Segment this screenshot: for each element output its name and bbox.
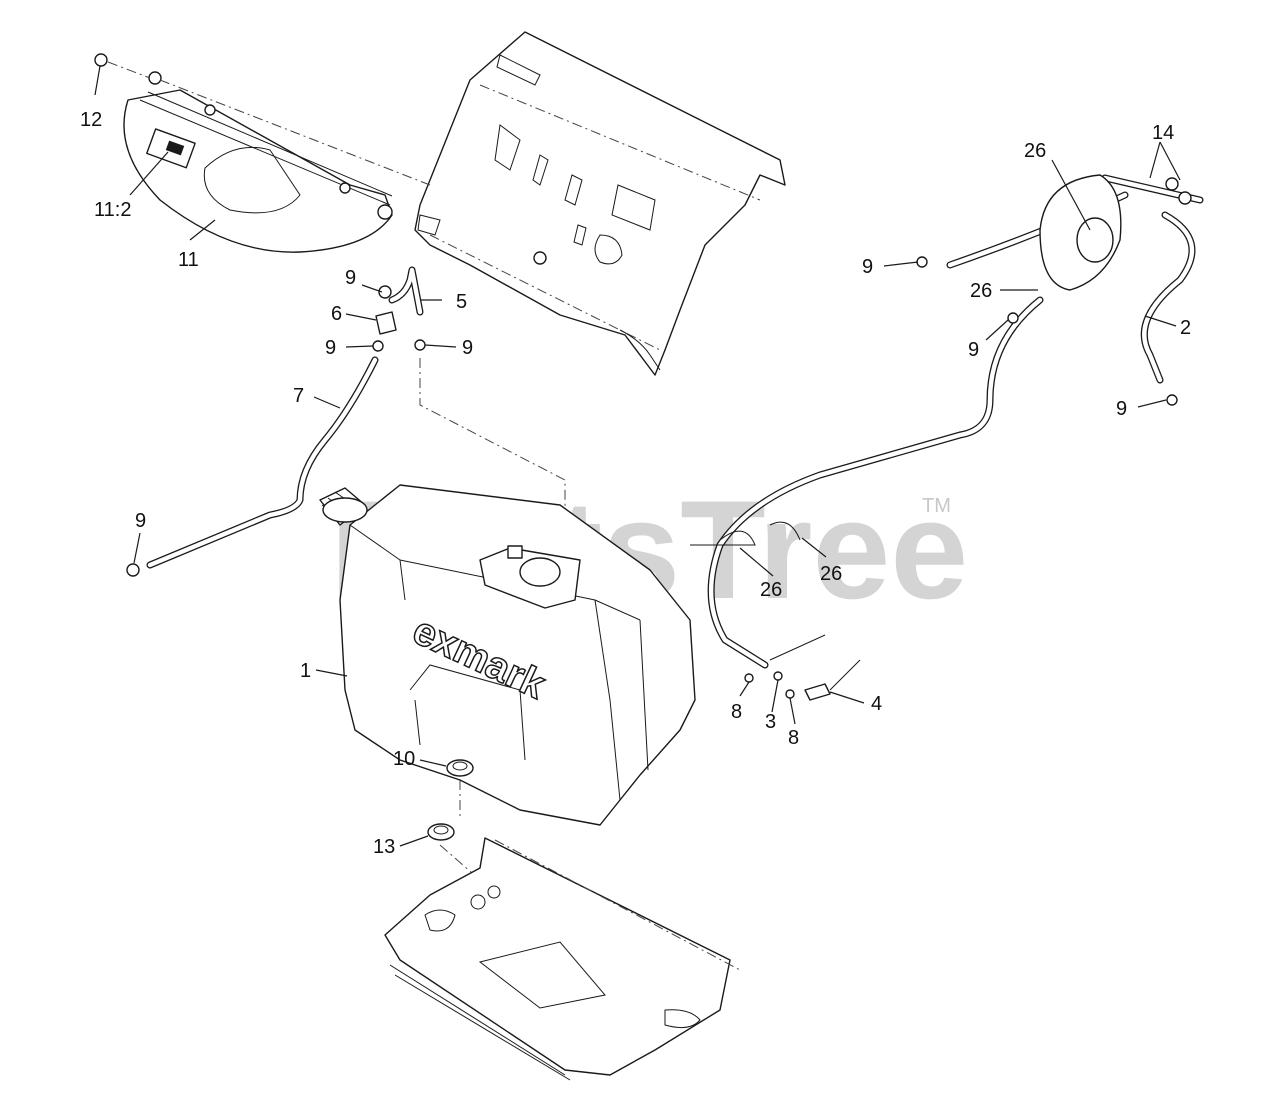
part-fittings-lower-right [744,634,861,701]
part-cover-shield [123,71,393,253]
part-frame-panel [414,31,786,376]
callout-11-2: 11:2 [94,199,131,221]
part-grommet-10 [446,759,474,777]
callout-26-b: 26 [970,280,992,302]
callout-9-g: 9 [1116,398,1127,420]
callout-11: 11 [178,249,199,271]
part-hose-left [146,356,379,569]
callout-26-c: 26 [760,579,782,601]
part-mount-plate [384,837,741,1081]
leader-lines [94,65,1181,847]
callout-6: 6 [331,303,342,325]
callout-1: 1 [300,660,311,682]
callout-26-a: 26 [1024,140,1046,162]
callout-14: 14 [1152,122,1174,144]
callout-10: 10 [393,748,415,770]
guide-line-frame [159,79,431,186]
callout-9-c: 9 [462,337,473,359]
callout-2: 2 [1180,317,1191,339]
callout-7: 7 [293,385,304,407]
callout-13: 13 [373,836,395,858]
callout-5: 5 [456,291,467,313]
callout-9-e: 9 [862,256,873,278]
callout-9-d: 9 [135,510,146,532]
part-hose-short [388,266,424,316]
callout-labels: 12 11:2 11 9 5 6 9 9 7 9 1 10 13 14 26 9… [80,109,1191,858]
callout-8-b: 8 [788,727,799,749]
callout-9-b: 9 [325,337,336,359]
part-bolt [94,53,151,79]
callout-26-d: 26 [820,563,842,585]
callout-9-f: 9 [968,339,979,361]
watermark-trademark: TM [922,495,951,517]
callout-9-a: 9 [345,267,356,289]
part-fuel-tank: exmark [319,484,696,826]
callout-8-a: 8 [731,701,742,723]
callout-12: 12 [80,109,102,131]
callout-3: 3 [765,711,776,733]
part-hose-right [690,174,1204,669]
part-grommet-13 [427,823,455,841]
callout-4: 4 [871,693,882,715]
